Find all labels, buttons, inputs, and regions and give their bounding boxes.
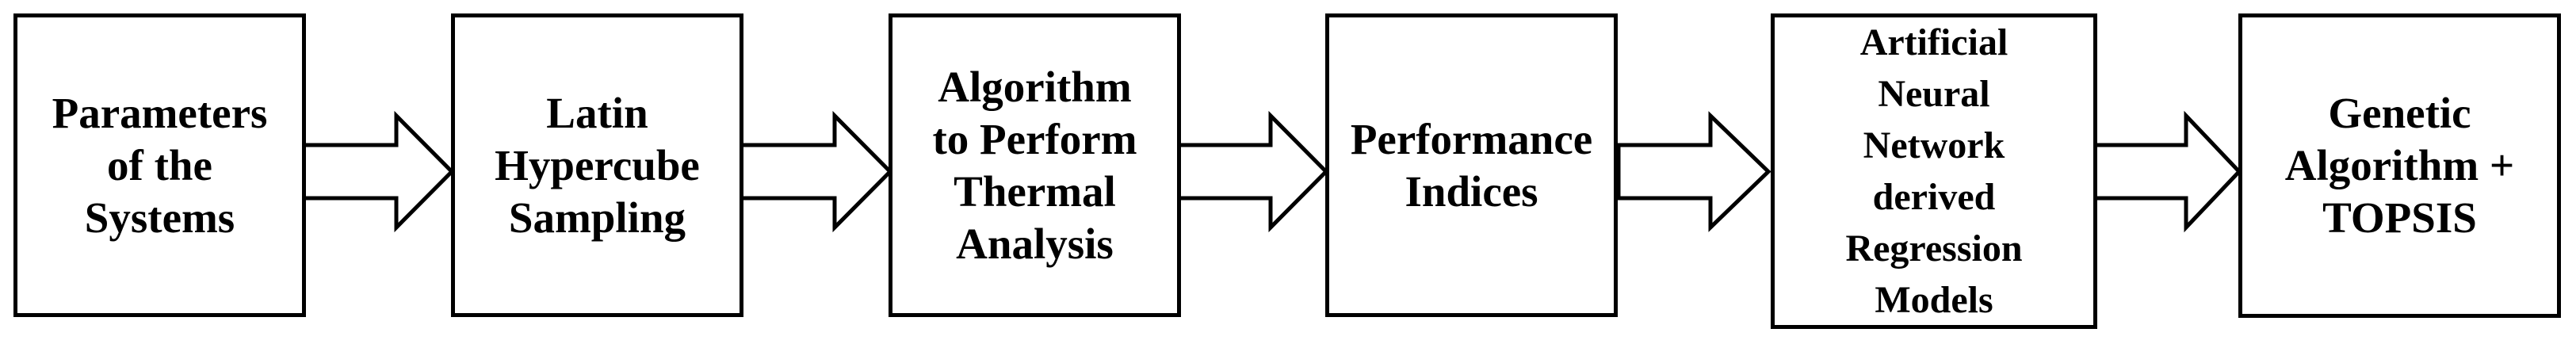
box-label: Parameters of the Systems xyxy=(52,87,268,244)
label-line: TOPSIS xyxy=(2322,193,2477,242)
flow-arrow-3 xyxy=(1176,110,1329,233)
box-label: Artificial Neural Network derived Regres… xyxy=(1845,17,2022,326)
label-line: derived xyxy=(1872,176,1996,218)
label-line: Neural xyxy=(1878,73,1990,115)
label-line: Hypercube xyxy=(495,140,700,189)
label-line: Latin xyxy=(546,88,648,137)
flow-arrow-4 xyxy=(1616,111,1771,232)
flow-box-parameters-of-the-systems: Parameters of the Systems xyxy=(13,13,306,317)
label-line: Artificial xyxy=(1859,21,2008,63)
box-label: Performance Indices xyxy=(1351,113,1592,218)
flow-box-genetic-algorithm-topsis: Genetic Algorithm + TOPSIS xyxy=(2238,13,2561,318)
flow-box-ann-regression-models: Artificial Neural Network derived Regres… xyxy=(1771,13,2097,329)
label-line: Algorithm + xyxy=(2284,141,2515,189)
label-line: Indices xyxy=(1405,166,1538,216)
flow-box-latin-hypercube-sampling: Latin Hypercube Sampling xyxy=(451,13,743,317)
label-line: Genetic xyxy=(2328,89,2471,137)
box-label: Latin Hypercube Sampling xyxy=(495,87,700,244)
label-line: Algorithm xyxy=(938,62,1132,111)
label-line: Parameters xyxy=(52,88,268,137)
box-label: Algorithm to Perform Thermal Analysis xyxy=(932,61,1137,270)
flow-box-algorithm-thermal-analysis: Algorithm to Perform Thermal Analysis xyxy=(889,13,1181,317)
label-line: Thermal xyxy=(954,166,1116,216)
label-line: Models xyxy=(1875,279,1993,321)
label-line: to Perform xyxy=(932,114,1137,163)
flow-arrow-5 xyxy=(2093,110,2242,233)
flow-box-performance-indices: Performance Indices xyxy=(1325,13,1618,317)
label-line: Network xyxy=(1863,124,2005,166)
flow-arrow-2 xyxy=(739,110,893,233)
label-line: Systems xyxy=(84,193,235,242)
flow-arrow-1 xyxy=(301,110,455,233)
label-line: Analysis xyxy=(956,219,1114,268)
label-line: Performance xyxy=(1350,114,1593,163)
label-line: Regression xyxy=(1845,227,2023,269)
label-line: Sampling xyxy=(508,193,686,242)
label-line: of the xyxy=(107,140,212,189)
box-label: Genetic Algorithm + TOPSIS xyxy=(2285,87,2515,244)
